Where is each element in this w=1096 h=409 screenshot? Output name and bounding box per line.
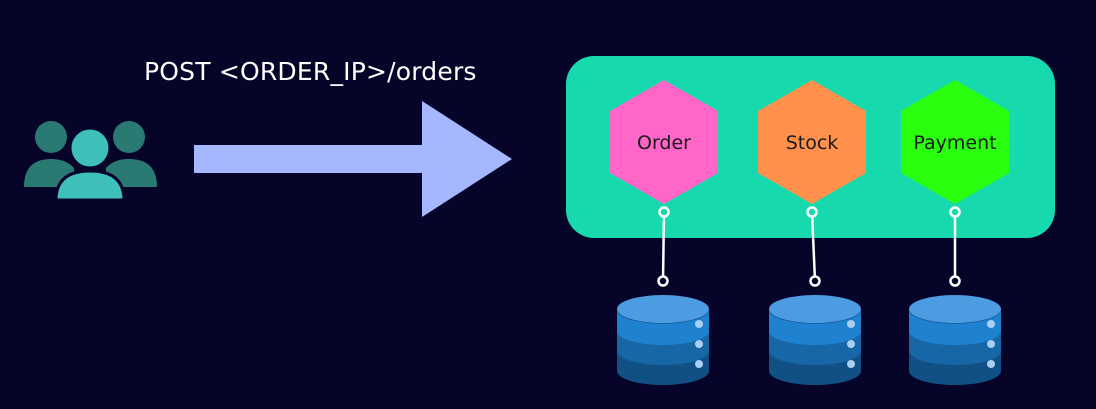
database-icon: [768, 295, 862, 385]
service-order-hexagon: Order: [610, 80, 718, 204]
service-db-connector: [806, 206, 821, 287]
service-label: Payment: [913, 132, 996, 154]
request-arrow: [194, 101, 512, 217]
service-payment-hexagon: Payment: [901, 80, 1009, 204]
service-db-connector: [657, 206, 670, 287]
database-icon: [908, 295, 1002, 385]
service-stock-hexagon: Stock: [758, 80, 866, 204]
request-label: POST <ORDER_IP>/orders: [144, 57, 477, 86]
service-db-connector: [949, 206, 961, 287]
service-label: Order: [637, 132, 691, 154]
database-icon: [616, 295, 710, 385]
users-icon: [24, 121, 157, 202]
service-label: Stock: [786, 132, 839, 154]
